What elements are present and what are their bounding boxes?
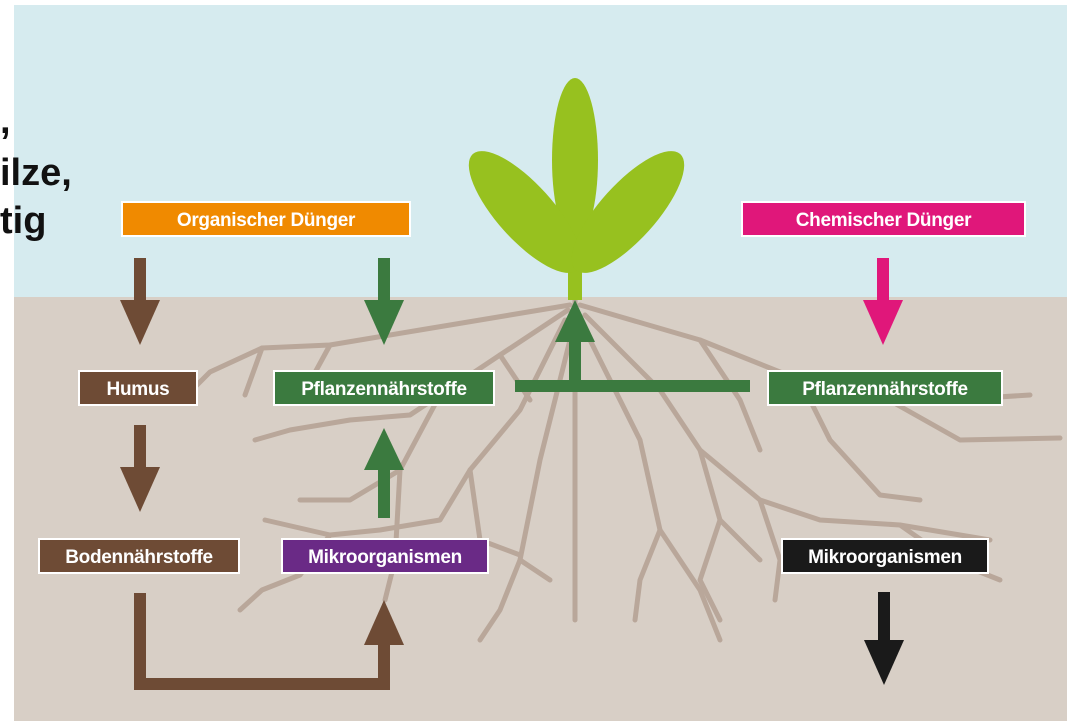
label-plant-nutrients-left: Pflanzennährstoffe (273, 370, 495, 406)
label-organic-fertilizer: Organischer Dünger (121, 201, 411, 237)
label-soil-nutrients: Bodennährstoffe (38, 538, 240, 574)
label-microorganisms-right: Mikroorganismen (781, 538, 989, 574)
uptake-horizontal-bar (515, 380, 750, 392)
label-plant-nutrients-right: Pflanzennährstoffe (767, 370, 1003, 406)
cropped-heading-line-1: , (0, 98, 11, 144)
cropped-heading-line-3: tig (0, 198, 46, 244)
cropped-heading-line-2: ilze, (0, 150, 72, 196)
label-humus: Humus (78, 370, 198, 406)
soil-area (14, 297, 1067, 721)
label-microorganisms-left: Mikroorganismen (281, 538, 489, 574)
uptake-vertical-shaft (569, 340, 581, 386)
label-chemical-fertilizer: Chemischer Dünger (741, 201, 1026, 237)
